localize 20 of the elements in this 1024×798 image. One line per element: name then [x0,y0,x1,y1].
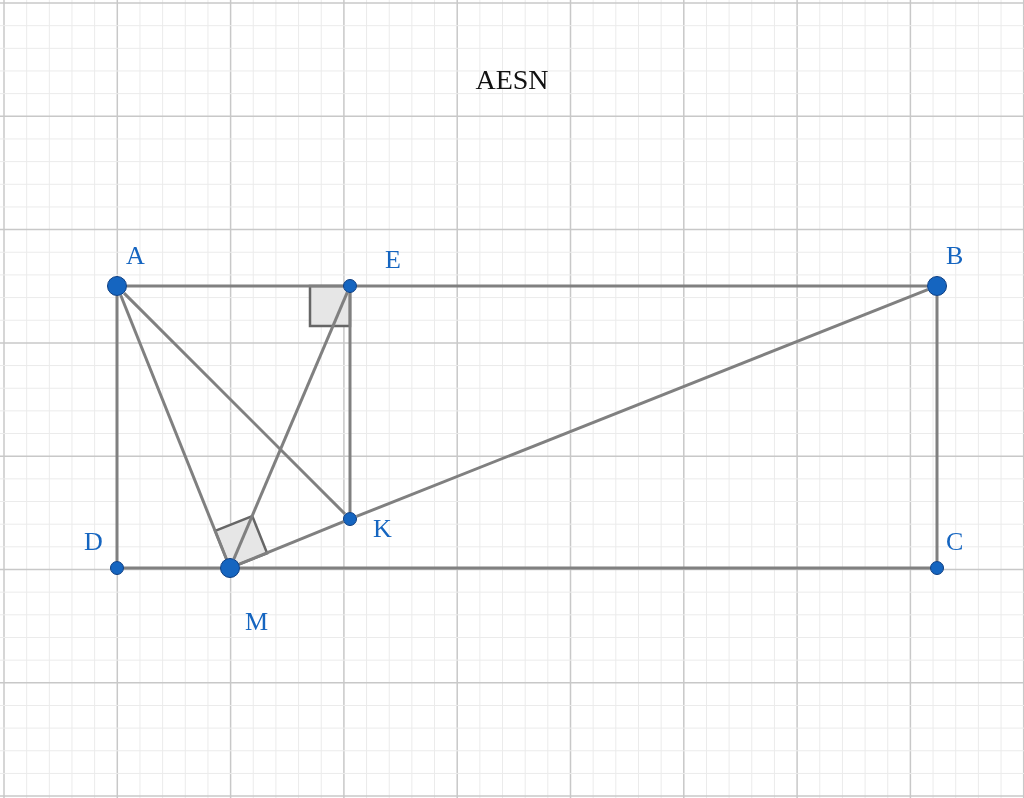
line-segment [127,284,343,288]
point-label: A [126,243,145,269]
line-segment [357,284,927,288]
line-segment [232,291,349,560]
point-label: B [946,243,964,269]
line-segment [123,292,347,516]
point-label: D [84,529,103,555]
line-segment [115,296,119,561]
line-segment [240,566,930,570]
title: AESN [474,64,550,96]
point-label: E [385,247,401,273]
point-label: M [245,609,269,635]
line-segment [935,296,939,561]
line-segment [124,566,220,570]
point-label: K [373,516,392,542]
point-label: C [946,529,964,555]
line-segment [355,288,929,518]
line-segment [119,294,228,560]
line-segment [238,520,345,566]
line-segment [348,293,352,512]
